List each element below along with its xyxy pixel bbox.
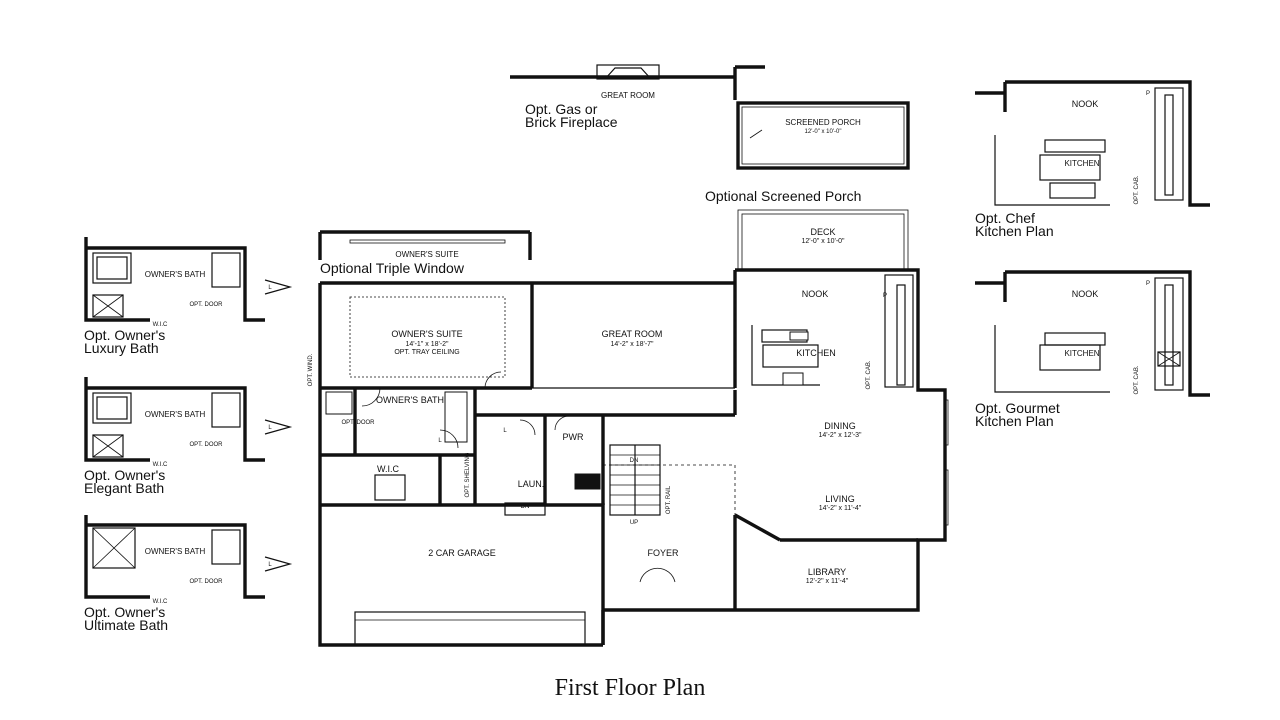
pantry-label: P [883,293,887,299]
luxury-wic-label: W.I.C [153,322,168,328]
foyer-label: FOYER [647,548,679,558]
opt-elegant-bath-inset: L OWNER'S BATH OPT. DOOR W.I.C Opt. Owne… [84,377,293,496]
gourmet-caption-line1: Opt. Gourmet [975,400,1060,416]
opt-cabinet-label: OPT. CAB. [866,360,872,389]
elegant-wic-label: W.I.C [153,462,168,468]
great-room-dim: 14'-2" x 18'-7" [610,341,654,348]
luxury-caption-line2: Luxury Bath [84,340,159,356]
owners-bath-label: OWNER'S BATH [376,395,444,405]
garage-step-dn-label: DN [521,504,530,510]
linen-label: L [503,428,507,434]
gourmet-opt-cab-label: OPT. CAB. [1134,365,1140,394]
owners-suite-note: OPT. TRAY CEILING [394,349,459,356]
elegant-caption-line2: Elegant Bath [84,480,164,496]
wic-label: W.I.C [377,464,399,474]
elegant-linen-label: L [268,425,272,431]
ultimate-wic-label: W.I.C [153,599,168,605]
gourmet-caption-line2: Kitchen Plan [975,413,1054,429]
luxury-bath-label: OWNER'S BATH [145,270,206,279]
chef-caption-line2: Kitchen Plan [975,223,1054,239]
chef-kitchen-label: KITCHEN [1064,159,1099,168]
opt-shelving-label: OPT. SHELVING [465,452,471,497]
main-floor-plan [318,268,949,647]
chef-caption-line1: Opt. Chef [975,210,1035,226]
bath-linen-label: L [438,438,442,444]
kitchen-label: KITCHEN [796,348,836,358]
stair-dn-label: DN [630,458,639,464]
ultimate-bath-label: OWNER'S BATH [145,547,206,556]
powder-label: PWR [563,432,584,442]
chef-pantry-label: P [1146,91,1150,97]
opt-wind-label: OPT. WIND. [308,353,314,386]
great-room-label: GREAT ROOM [602,329,663,339]
nook-label: NOOK [802,289,829,299]
library-dim: 12'-2" x 11'-4" [806,578,849,585]
opt-luxury-bath-inset: L OWNER'S BATH OPT. DOOR W.I.C Opt. Owne… [84,237,293,356]
owners-suite-label: OWNER'S SUITE [391,329,462,339]
living-dim: 14'-2" x 11'-4" [819,505,862,512]
screened-porch-label: SCREENED PORCH [785,118,861,127]
dining-dim: 14'-2" x 12'-3" [818,432,862,439]
luxury-opt-door-label: OPT. DOOR [189,302,223,308]
opt-chef-kitchen-inset: NOOK KITCHEN P OPT. CAB. Opt. Chef Kitch… [975,80,1210,239]
living-label: LIVING [825,494,855,504]
elegant-caption-line1: Opt. Owner's [84,467,165,483]
luxury-linen-label: L [268,285,272,291]
deck [737,209,909,271]
elegant-bath-label: OWNER'S BATH [145,410,206,419]
garage-label: 2 CAR GARAGE [428,548,496,558]
ultimate-caption-line2: Ultimate Bath [84,617,168,633]
screened-porch-caption: Optional Screened Porch [705,188,861,204]
chef-nook-label: NOOK [1072,99,1099,109]
triple-window-caption: Optional Triple Window [320,260,465,276]
opt-gourmet-kitchen-inset: NOOK KITCHEN P OPT. CAB. Opt. Gourmet Ki… [975,270,1210,429]
fireplace-great-room-label: GREAT ROOM [601,91,655,100]
opt-door-label: OPT. DOOR [341,420,375,426]
deck-label: DECK [810,227,835,237]
plan-title: First Floor Plan [555,675,706,701]
opt-triple-window-inset: OWNER'S SUITE Optional Triple Window [318,230,532,276]
owners-suite-dim: 14'-1" x 18'-2" [405,341,449,348]
fireplace-caption-line2: Brick Fireplace [525,114,618,130]
gourmet-kitchen-label: KITCHEN [1064,349,1099,358]
gourmet-pantry-label: P [1146,281,1150,287]
screened-porch-dim: 12'-0" x 10'-0" [805,129,842,135]
ultimate-caption-line1: Opt. Owner's [84,604,165,620]
triple-window-room-label: OWNER'S SUITE [395,250,458,259]
opt-ultimate-bath-inset: L OWNER'S BATH OPT. DOOR W.I.C Opt. Owne… [84,515,293,633]
fireplace-caption-line1: Opt. Gas or [525,101,598,117]
deck-dim: 12'-0" x 10'-0" [801,238,845,245]
opt-fireplace-inset: GREAT ROOM Opt. Gas or Brick Fireplace [510,64,765,130]
luxury-caption-line1: Opt. Owner's [84,327,165,343]
opt-rail-label: OPT. RAIL [666,485,672,514]
ultimate-opt-door-label: OPT. DOOR [189,579,223,585]
room-labels: OWNER'S SUITE 14'-1" x 18'-2" OPT. TRAY … [308,227,887,585]
elegant-opt-door-label: OPT. DOOR [189,442,223,448]
dining-label: DINING [824,421,856,431]
ultimate-linen-label: L [268,562,272,568]
library-label: LIBRARY [808,567,846,577]
stair-up-label: UP [630,520,638,526]
laundry-label: LAUN. [518,479,545,489]
chef-opt-cab-label: OPT. CAB. [1134,175,1140,204]
opt-screened-porch-inset: SCREENED PORCH 12'-0" x 10'-0" Optional … [705,101,910,204]
gourmet-nook-label: NOOK [1072,289,1099,299]
